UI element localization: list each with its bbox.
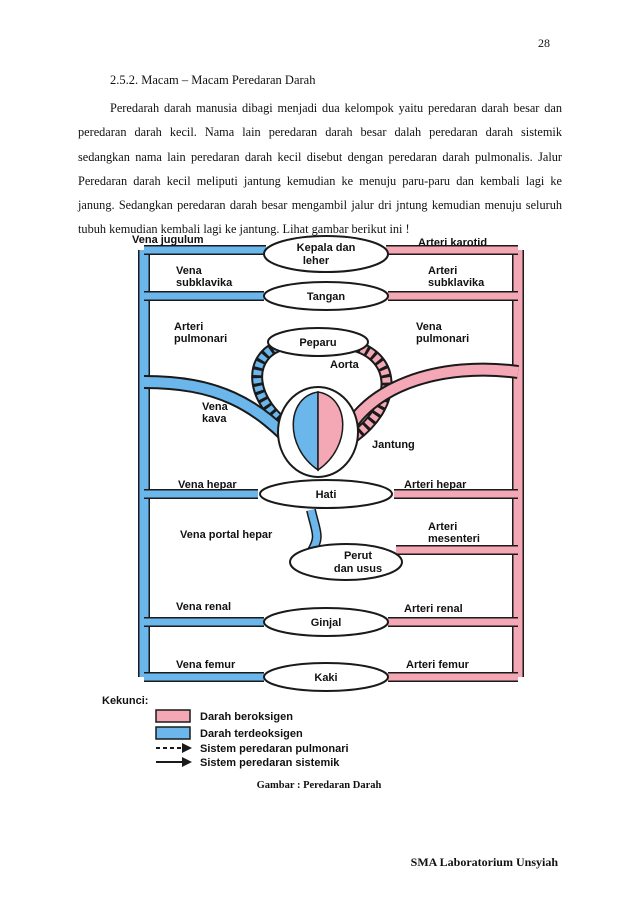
organ-liver: [259, 479, 393, 509]
label-arteri-subklavika-2: subklavika: [428, 277, 485, 289]
branch-vessels: [144, 245, 518, 682]
organ-lungs: [267, 327, 369, 357]
organ-arms-label: Tangan: [307, 291, 346, 303]
page-footer: SMA Laboratorium Unsyiah: [410, 855, 558, 869]
legend-pulmonary: Sistem peredaran pulmonari: [200, 743, 349, 755]
label-vena-kava-2: kava: [202, 413, 227, 425]
label-vena-femur: Vena femur: [176, 659, 236, 671]
label-arteri-pulmonari-1: Arteri: [174, 321, 203, 333]
label-vena-pulmonari-2: pulmonari: [416, 333, 469, 345]
page-number: 28: [538, 36, 550, 50]
organ-arms: [263, 281, 389, 311]
organ-kidney: [263, 607, 389, 637]
label-vena-portal-hepar: Vena portal hepar: [180, 529, 273, 541]
legend: Kekunci: Darah beroksigen Darah terdeoks…: [102, 695, 349, 769]
organ-head: [263, 235, 389, 273]
organ-liver-label: Hati: [316, 489, 337, 501]
label-arteri-femur: Arteri femur: [406, 659, 470, 671]
section-heading: 2.5.2. Macam – Macam Peredaran Darah: [110, 73, 316, 87]
label-vena-hepar: Vena hepar: [178, 479, 237, 491]
organ-gut-label-2: dan usus: [334, 563, 382, 575]
label-arteri-mesenteri-1: Arteri: [428, 521, 457, 533]
label-arteri-karotid: Arteri karotid: [418, 237, 487, 249]
organ-ellipses: [259, 235, 403, 692]
organ-gut-label-1: Perut: [344, 550, 372, 562]
legend-deoxygenated: Darah terdeoksigen: [200, 728, 303, 740]
heart: [277, 386, 359, 478]
label-vena-kava-1: Vena: [202, 401, 229, 413]
figure-caption: Gambar : Peredaran Darah: [256, 780, 382, 791]
organ-kidney-label: Ginjal: [311, 617, 342, 629]
legend-swatch-deoxygenated: [155, 726, 191, 740]
label-arteri-renal: Arteri renal: [404, 603, 463, 615]
label-vena-jugulum: Vena jugulum: [132, 234, 204, 246]
paragraph-text: Peredarah darah manusia dibagi menjadi d…: [78, 101, 562, 237]
legend-title: Kekunci:: [102, 695, 148, 707]
label-vena-subklavika-1: Vena: [176, 265, 203, 277]
body-paragraph: Peredarah darah manusia dibagi menjadi d…: [78, 96, 562, 242]
organ-legs-label: Kaki: [314, 672, 337, 684]
label-vena-pulmonari-1: Vena: [416, 321, 443, 333]
organ-legs: [263, 662, 389, 692]
label-arteri-mesenteri-2: mesenteri: [428, 533, 480, 545]
label-arteri-subklavika-1: Arteri: [428, 265, 457, 277]
organ-head-label-1: Kepala dan: [297, 242, 356, 254]
legend-systemic: Sistem peredaran sistemik: [200, 757, 340, 769]
circulation-diagram: Kepala dan leher Tangan Peparu Hati Peru…: [102, 234, 524, 769]
label-arteri-hepar: Arteri hepar: [404, 479, 467, 491]
label-aorta: Aorta: [330, 359, 360, 371]
label-vena-subklavika-2: subklavika: [176, 277, 233, 289]
organ-head-label-2: leher: [303, 255, 330, 267]
legend-swatch-oxygenated: [155, 709, 191, 723]
organ-lungs-label: Peparu: [299, 337, 336, 349]
organ-gut: [289, 543, 403, 581]
label-jantung: Jantung: [372, 439, 415, 451]
legend-oxygenated: Darah beroksigen: [200, 711, 293, 723]
label-arteri-pulmonari-2: pulmonari: [174, 333, 227, 345]
label-vena-renal: Vena renal: [176, 601, 231, 613]
